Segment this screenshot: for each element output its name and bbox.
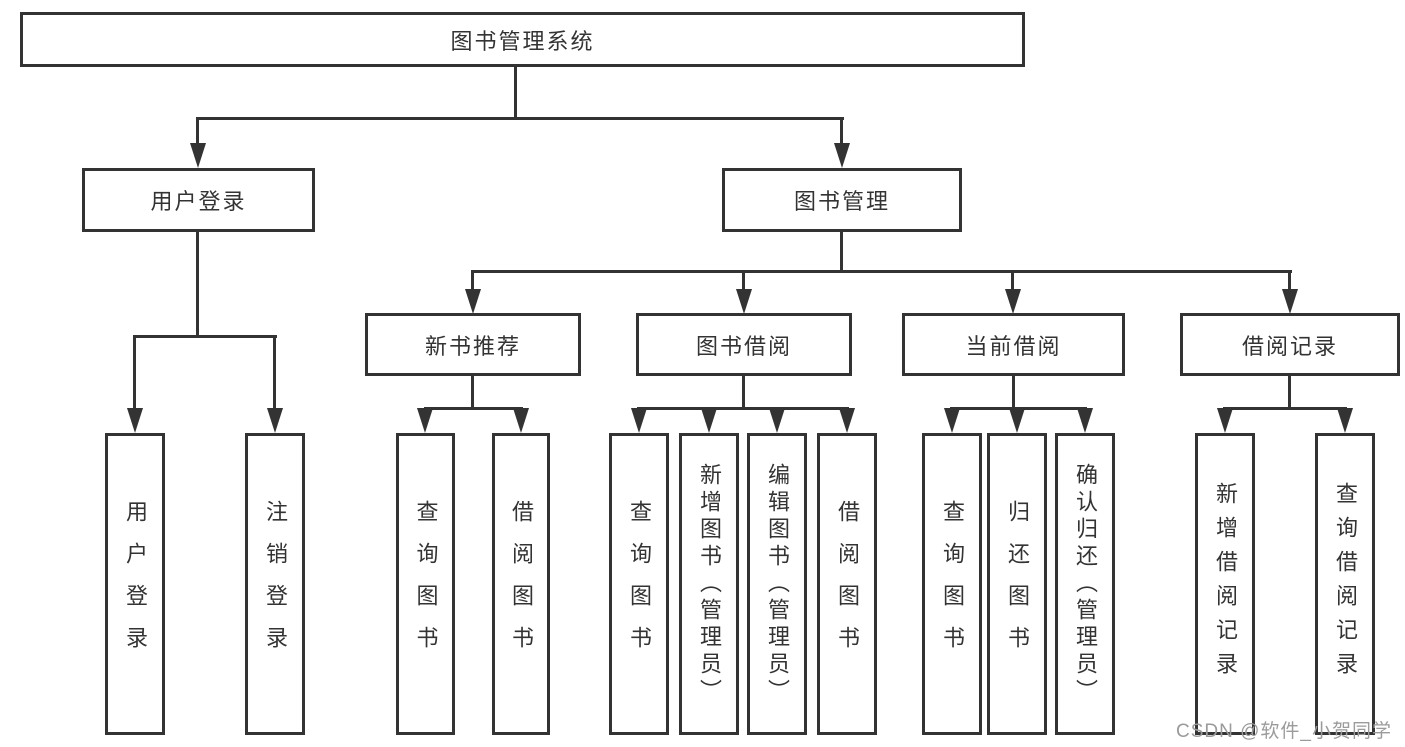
connector-vline bbox=[742, 376, 745, 410]
node-label: 查询图书 bbox=[413, 500, 439, 668]
node-label: 新增图书（管理员） bbox=[697, 462, 722, 706]
node-label: 归还图书 bbox=[1005, 500, 1030, 668]
node-label: 借阅图书 bbox=[835, 500, 860, 668]
node-book-management: 图书管理 bbox=[722, 168, 962, 232]
leaf-rec-borrow-books: 借阅图书 bbox=[492, 433, 550, 735]
connector-vline bbox=[1288, 376, 1291, 410]
arrow-down-icon bbox=[1077, 408, 1093, 433]
arrow-down-icon bbox=[127, 408, 143, 433]
connector-vline bbox=[273, 335, 276, 411]
node-book-borrow: 图书借阅 bbox=[636, 313, 852, 376]
arrow-down-icon bbox=[1009, 408, 1025, 433]
arrow-down-icon bbox=[190, 143, 206, 168]
connector-hline bbox=[133, 335, 277, 338]
leaf-bor-add-books-admin: 新增图书（管理员） bbox=[679, 433, 739, 735]
node-label: 新书推荐 bbox=[424, 333, 521, 359]
arrow-down-icon bbox=[834, 143, 850, 168]
leaf-bor-edit-books-admin: 编辑图书（管理员） bbox=[747, 433, 807, 735]
node-label: 查询图书 bbox=[627, 500, 652, 668]
connector-vline bbox=[742, 270, 745, 292]
node-label: 图书借阅 bbox=[695, 333, 792, 359]
arrow-down-icon bbox=[267, 408, 283, 433]
arrow-down-icon bbox=[465, 289, 481, 314]
node-label: 注销登录 bbox=[263, 500, 288, 668]
connector-vline bbox=[133, 335, 136, 411]
arrow-down-icon bbox=[1005, 289, 1021, 314]
connector-vline bbox=[471, 376, 474, 410]
node-label: 确认归还（管理员） bbox=[1073, 462, 1098, 706]
leaf-cur-return-books: 归还图书 bbox=[987, 433, 1047, 735]
connector-vline bbox=[196, 232, 199, 338]
leaf-logout: 注销登录 bbox=[245, 433, 305, 735]
connector-hline bbox=[196, 117, 844, 120]
node-label: 借阅图书 bbox=[509, 500, 534, 668]
node-current-borrow: 当前借阅 bbox=[902, 313, 1125, 376]
connector-vline bbox=[840, 232, 843, 273]
arrow-down-icon bbox=[513, 408, 529, 433]
connector-vline bbox=[1012, 376, 1015, 410]
node-label: 查询借阅记录 bbox=[1333, 482, 1358, 686]
arrow-down-icon bbox=[944, 408, 960, 433]
connector-vline bbox=[1288, 270, 1291, 292]
node-label: 图书管理系统 bbox=[450, 28, 595, 54]
connector-hline bbox=[471, 270, 1292, 273]
arrow-down-icon bbox=[736, 289, 752, 314]
connector-hline bbox=[424, 407, 523, 410]
node-label: 查询图书 bbox=[940, 500, 965, 668]
arrow-down-icon bbox=[1282, 289, 1298, 314]
connector-vline bbox=[514, 67, 517, 120]
node-new-book-recommend: 新书推荐 bbox=[365, 313, 581, 376]
connector-vline bbox=[196, 117, 199, 150]
leaf-user-login: 用户登录 bbox=[105, 433, 165, 735]
connector-vline bbox=[1011, 270, 1014, 292]
connector-hline bbox=[1223, 407, 1347, 410]
leaf-cur-confirm-return-admin: 确认归还（管理员） bbox=[1055, 433, 1115, 735]
leaf-cur-query-books: 查询图书 bbox=[922, 433, 982, 735]
node-borrow-records: 借阅记录 bbox=[1180, 313, 1400, 376]
leaf-bor-borrow-books: 借阅图书 bbox=[817, 433, 877, 735]
node-label: 编辑图书（管理员） bbox=[765, 462, 790, 706]
connector-hline bbox=[637, 407, 849, 410]
leaf-rcd-query-record: 查询借阅记录 bbox=[1315, 433, 1375, 735]
node-label: 新增借阅记录 bbox=[1213, 482, 1238, 686]
arrow-down-icon bbox=[1217, 408, 1233, 433]
node-label: 图书管理 bbox=[793, 189, 890, 214]
node-label: 用户登录 bbox=[150, 189, 247, 214]
node-library-system: 图书管理系统 bbox=[20, 12, 1025, 67]
connector-vline bbox=[840, 117, 843, 150]
node-label: 当前借阅 bbox=[965, 333, 1062, 359]
leaf-rcd-add-record: 新增借阅记录 bbox=[1195, 433, 1255, 735]
arrow-down-icon bbox=[769, 408, 785, 433]
leaf-rec-query-books: 查询图书 bbox=[396, 433, 455, 735]
node-user-login: 用户登录 bbox=[82, 168, 315, 232]
connector-vline bbox=[471, 270, 474, 292]
arrow-down-icon bbox=[1337, 408, 1353, 433]
leaf-bor-query-books: 查询图书 bbox=[609, 433, 669, 735]
node-label: 用户登录 bbox=[123, 500, 148, 668]
arrow-down-icon bbox=[631, 408, 647, 433]
arrow-down-icon bbox=[839, 408, 855, 433]
arrow-down-icon bbox=[417, 408, 433, 433]
node-label: 借阅记录 bbox=[1241, 333, 1338, 359]
csdn-watermark: CSDN @软件_小贺同学 bbox=[1176, 721, 1392, 742]
arrow-down-icon bbox=[701, 408, 717, 433]
